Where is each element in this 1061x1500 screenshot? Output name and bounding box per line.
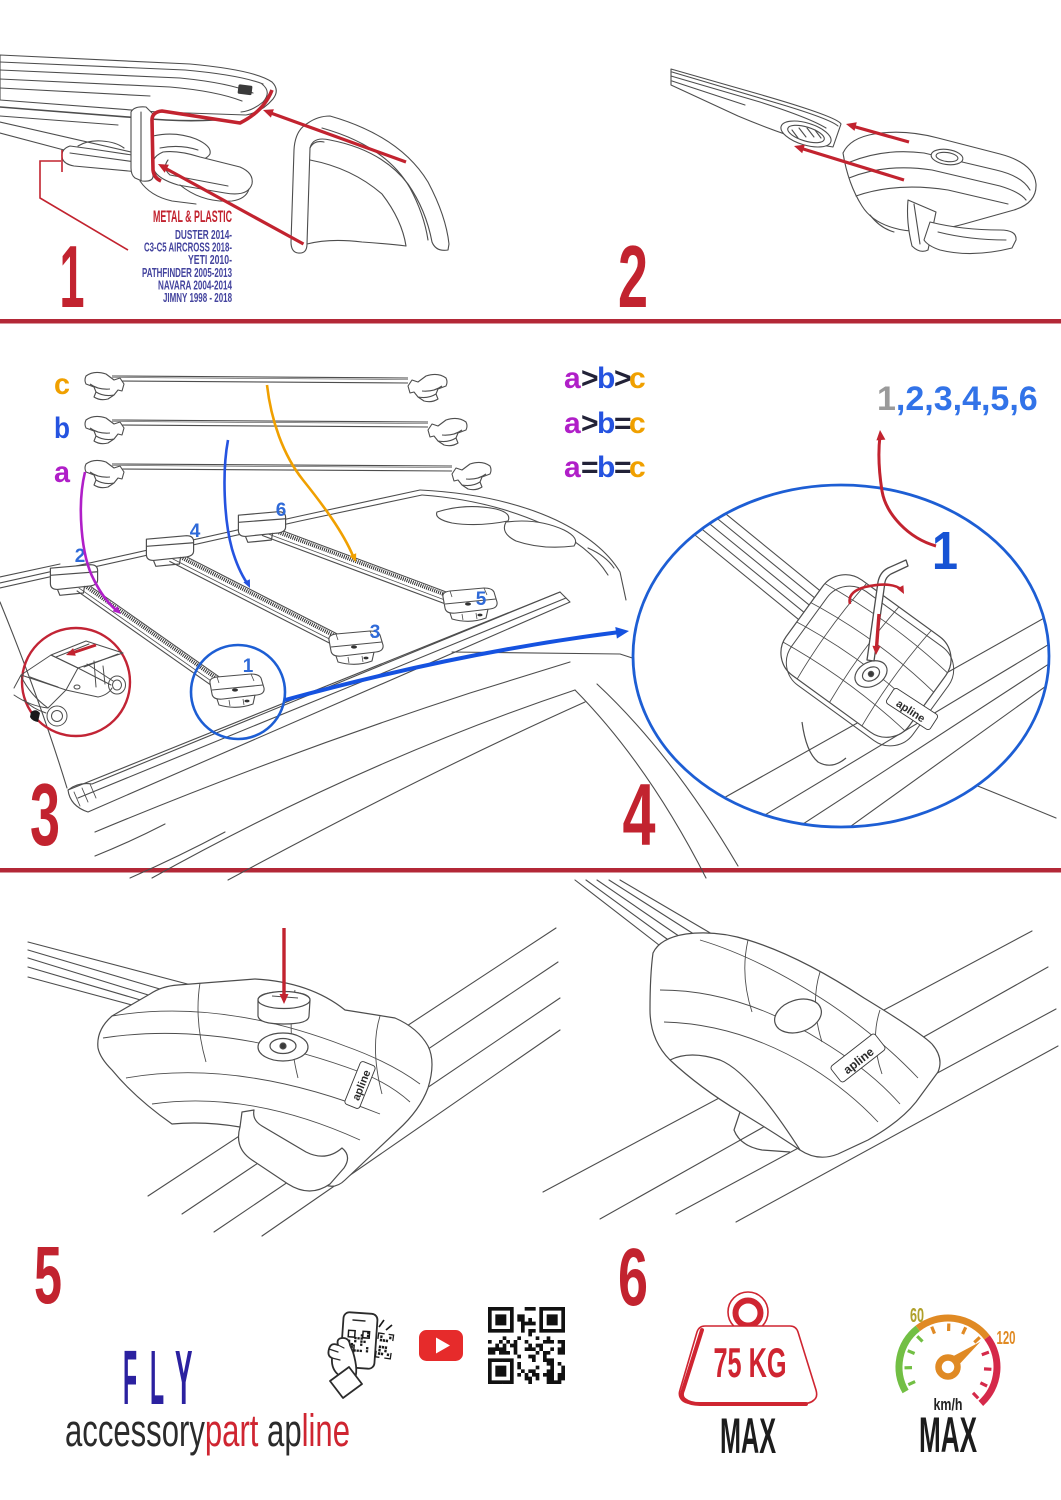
svg-text:1: 1 [243,656,254,677]
svg-text:4: 4 [623,765,656,864]
svg-text:c: c [54,368,70,401]
svg-text:b: b [54,412,70,445]
svg-text:L: L [150,1336,164,1421]
svg-text:MAX: MAX [919,1407,977,1463]
svg-text:1: 1 [60,227,85,326]
svg-text:75 KG: 75 KG [714,1339,787,1386]
svg-text:120: 120 [997,1328,1016,1348]
svg-text:C3-C5 AIRCROSS 2018-: C3-C5 AIRCROSS 2018- [144,240,232,255]
svg-text:6: 6 [618,1232,648,1323]
svg-text:a=b=c: a=b=c [564,451,646,484]
svg-text:a: a [54,456,70,489]
svg-text:5: 5 [476,589,487,610]
svg-text:3: 3 [370,622,381,643]
svg-text:6: 6 [276,500,287,521]
svg-text:F: F [123,1336,137,1421]
svg-text:4: 4 [190,521,201,542]
svg-text:DUSTER 2014-: DUSTER 2014- [175,227,232,242]
svg-text:Y: Y [175,1336,192,1422]
svg-text:JIMNY 1998 - 2018: JIMNY 1998 - 2018 [163,290,232,305]
svg-text:1: 1 [932,521,958,581]
svg-text:2: 2 [618,227,648,326]
svg-text:MAX: MAX [720,1408,776,1464]
svg-text:a>b>c: a>b>c [564,362,646,395]
svg-text:1,2,3,4,5,6: 1,2,3,4,5,6 [877,380,1038,418]
svg-text:3: 3 [30,765,60,864]
svg-text:accessorypart apline: accessorypart apline [65,1405,350,1456]
svg-text:METAL & PLASTIC: METAL & PLASTIC [153,208,232,226]
svg-text:YETI 2010-: YETI 2010- [188,252,232,267]
svg-text:2: 2 [75,546,86,567]
svg-text:a>b=c: a>b=c [564,407,646,440]
svg-text:NAVARA 2004-2014: NAVARA 2004-2014 [158,277,232,292]
svg-text:60: 60 [910,1305,924,1327]
svg-text:km/h: km/h [934,1395,963,1414]
svg-text:PATHFINDER 2005-2013: PATHFINDER 2005-2013 [142,265,232,280]
svg-text:5: 5 [34,1230,62,1321]
